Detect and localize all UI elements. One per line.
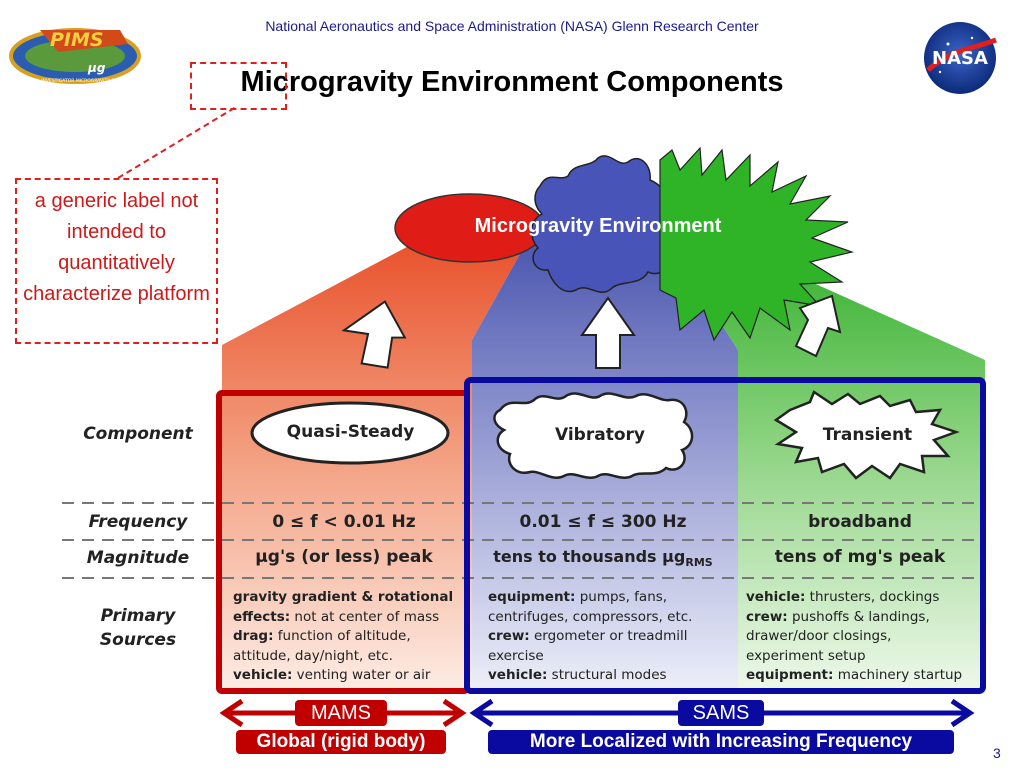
sams-label: SAMS [678,700,764,726]
source-line-text: experiment setup [746,647,866,664]
source-line-text: pushoffs & landings, [787,608,930,625]
header-organization: National Aeronautics and Space Administr… [265,18,759,34]
row-separators [62,502,985,579]
pims-logo-sub: µg [87,61,106,75]
source-line-text: pumps, fans, [575,589,668,605]
sources-vibratory: equipment: pumps, fans,centrifuges, comp… [488,588,728,686]
source-line-text: function of altitude, [273,628,411,644]
title-highlight-box [190,62,287,110]
source-line-text: exercise [488,647,544,664]
source-line: vehicle: thrusters, dockings [746,588,982,608]
green-burst [659,146,855,342]
source-line-lead: crew: [488,628,530,644]
sources-quasi-steady: gravity gradient & rotational effects: no… [233,588,465,686]
magnitude-vibratory: tens to thousands µgRMS [472,547,734,569]
magnitude-vibratory-value: tens to thousands µg [493,547,686,566]
up-arrow-transient [794,294,842,358]
source-line-text: venting water or air [292,667,431,683]
source-line-text: not at center of mass [290,608,440,625]
mams-description: Global (rigid body) [236,730,446,754]
row-label-component: Component [83,424,193,444]
frequency-quasi-steady: 0 ≤ f < 0.01 Hz [272,512,416,532]
source-line: effects: not at center of mass [233,608,465,628]
mams-label: MAMS [295,700,387,726]
source-line-lead: crew: [746,608,788,625]
magnitude-quasi-steady: µg's (or less) peak [255,547,433,567]
nasa-logo-text: NASA [932,48,988,69]
source-line-lead: effects: [233,608,291,625]
magnitude-transient: tens of mg's peak [774,547,946,567]
source-line: attitude, day/night, etc. [233,647,465,667]
source-line: experiment setup [746,647,982,667]
component-quasi-steady: Quasi-Steady [286,422,415,442]
source-line: exercise [488,647,728,667]
sams-frame [464,377,986,694]
source-line-lead: equipment: [488,589,576,605]
magnitude-vibratory-sub: RMS [685,556,713,570]
source-line: crew: pushoffs & landings, [746,608,982,628]
page-number: 3 [993,745,1001,761]
source-line-text: centrifuges, compressors, etc. [488,608,693,625]
row-label-sources-2: Sources [99,630,177,650]
source-line: equipment: machinery startup [746,666,982,686]
source-line: vehicle: structural modes [488,666,728,686]
row-label-sources-1: Primary [100,606,176,626]
pims-ring-text: PRINCIPAL INVESTIGATOR MICROGRAVITY SERV… [17,78,134,84]
source-line-lead: drag: [233,628,274,644]
source-line-lead: vehicle: [233,667,293,683]
source-line-text: drawer/door closings, [746,628,892,644]
slide-title: Microgravity Environment Components [240,66,784,98]
environment-label: Microgravity Environment [475,215,722,237]
source-line: vehicle: venting water or air [233,666,465,686]
source-line: gravity gradient & rotational [233,588,465,608]
source-line-lead: gravity gradient & rotational [233,589,454,605]
source-line-text: ergometer or treadmill [529,628,688,644]
source-line-text: machinery startup [833,667,963,683]
callout-note: a generic label not intended to quantita… [15,178,218,344]
pims-logo-text: PIMS [50,29,104,51]
source-line: drag: function of altitude, [233,627,465,647]
up-arrow-quasi [341,300,407,369]
source-line: drawer/door closings, [746,627,982,647]
source-line: crew: ergometer or treadmill [488,627,728,647]
source-line-lead: equipment: [746,667,834,683]
transient-burst [773,390,960,480]
row-label-magnitude: Magnitude [86,548,190,568]
sams-description: More Localized with Increasing Frequency [488,730,954,754]
quasi-steady-ellipse [250,401,450,465]
pims-logo: PIMS µg PRINCIPAL INVESTIGATOR MICROGRAV… [9,28,141,84]
source-line: equipment: pumps, fans, [488,588,728,608]
source-line-text: thrusters, dockings [805,589,940,605]
source-line-text: attitude, day/night, etc. [233,647,393,664]
source-line-lead: vehicle: [488,667,548,683]
vibratory-splash [493,392,694,479]
source-line: centrifuges, compressors, etc. [488,608,728,628]
component-transient: Transient [822,425,913,445]
nasa-logo: NASA [924,22,997,94]
frequency-vibratory: 0.01 ≤ f ≤ 300 Hz [519,512,687,532]
source-line-lead: vehicle: [746,589,806,605]
row-label-frequency: Frequency [88,512,188,532]
frequency-transient: broadband [808,512,912,532]
source-line-text: structural modes [547,667,667,683]
component-vibratory: Vibratory [555,425,645,445]
up-arrow-vibratory [580,296,636,369]
